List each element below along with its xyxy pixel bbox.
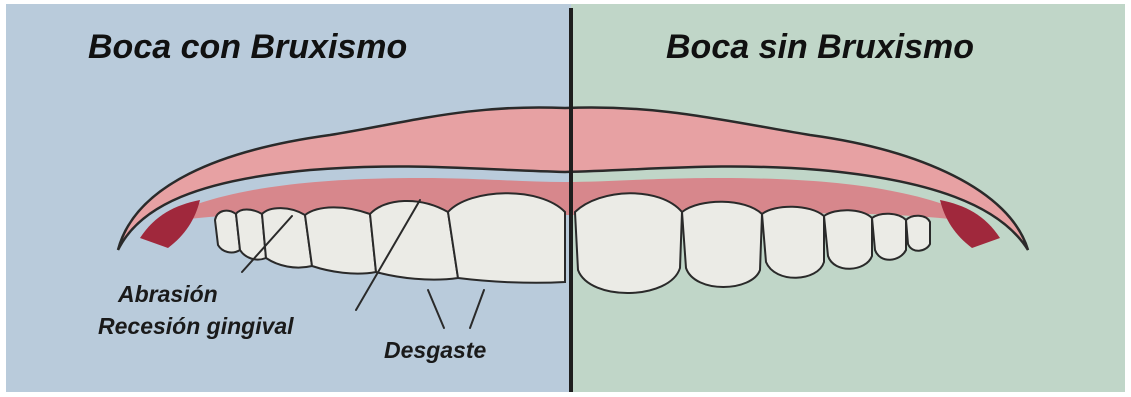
tooth [906, 216, 930, 251]
tooth [824, 210, 872, 269]
right-panel-title: Boca sin Bruxismo [666, 28, 974, 66]
recession-label: Recesión gingival [98, 313, 294, 339]
tooth [575, 193, 682, 293]
left-panel-title: Boca con Bruxismo [88, 28, 407, 66]
tooth [872, 214, 906, 260]
tooth [305, 207, 376, 273]
tooth [762, 207, 824, 278]
tooth [682, 202, 762, 287]
tooth [370, 201, 458, 280]
wear-label: Desgaste [384, 337, 486, 363]
tooth [448, 193, 565, 283]
abrasion-label: Abrasión [117, 281, 218, 307]
